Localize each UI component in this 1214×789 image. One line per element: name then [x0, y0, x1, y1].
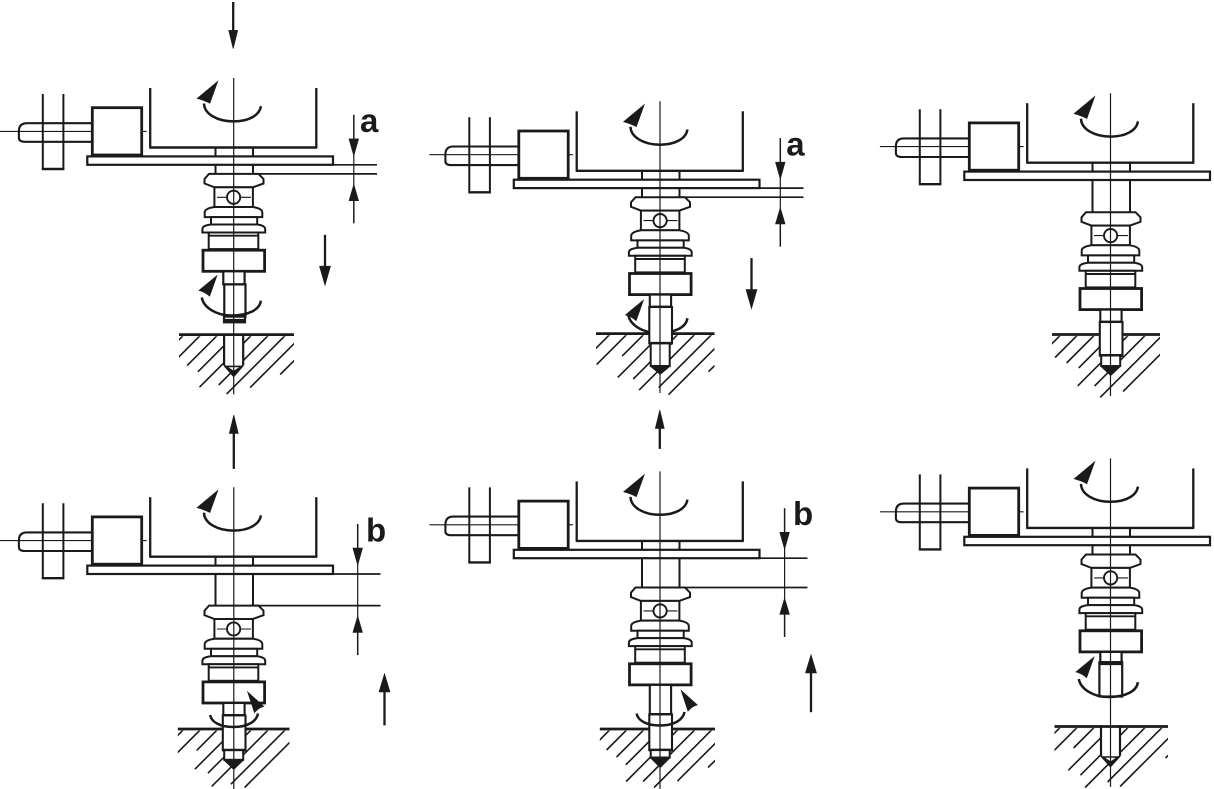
svg-text:a: a	[360, 102, 379, 139]
svg-text:a: a	[786, 125, 805, 162]
svg-text:b: b	[793, 495, 813, 532]
svg-text:b: b	[366, 511, 386, 548]
